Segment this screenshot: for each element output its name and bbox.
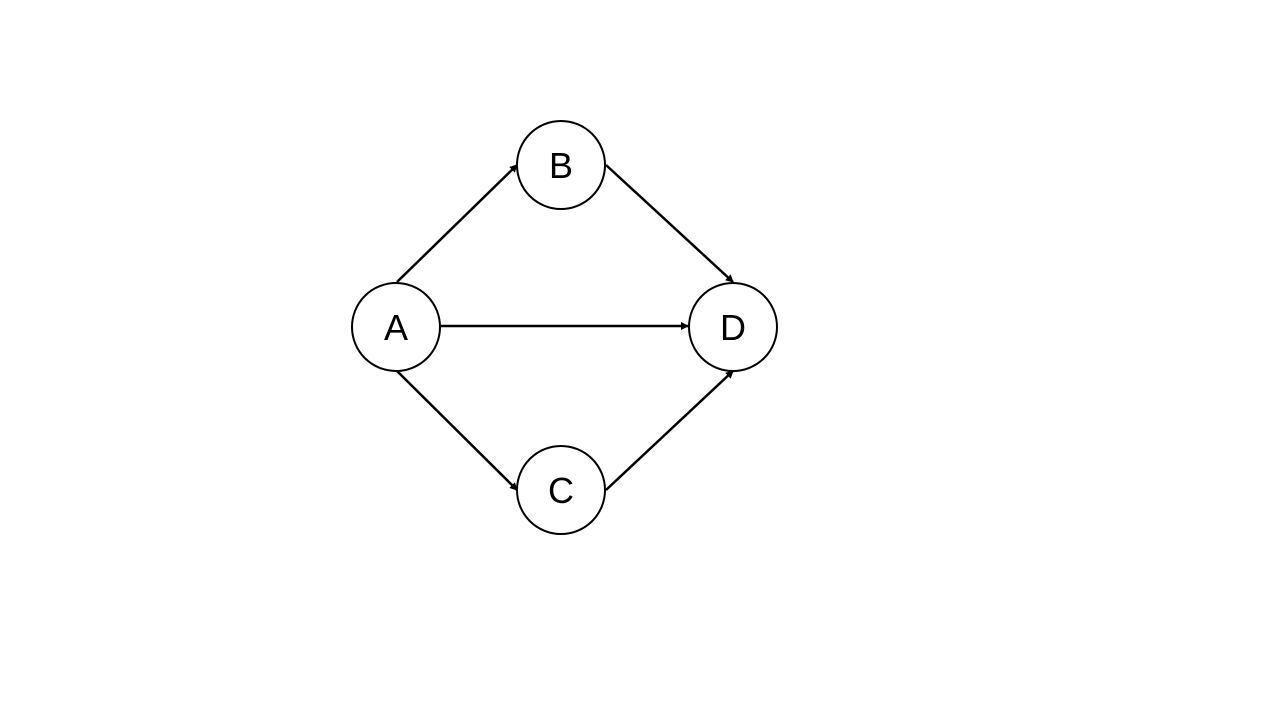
node-c: C: [516, 445, 606, 535]
edge-a-to-b: [396, 164, 518, 283]
edge-c-to-d: [605, 370, 734, 491]
node-a: A: [351, 282, 441, 372]
node-a-label: A: [383, 307, 408, 348]
node-b: B: [516, 120, 606, 210]
node-d-label: D: [720, 307, 746, 348]
node-b-label: B: [548, 145, 573, 186]
node-d: D: [688, 282, 778, 372]
edge-a-to-c: [396, 370, 518, 491]
edge-b-to-d: [605, 164, 734, 283]
node-c-label: C: [548, 470, 574, 511]
